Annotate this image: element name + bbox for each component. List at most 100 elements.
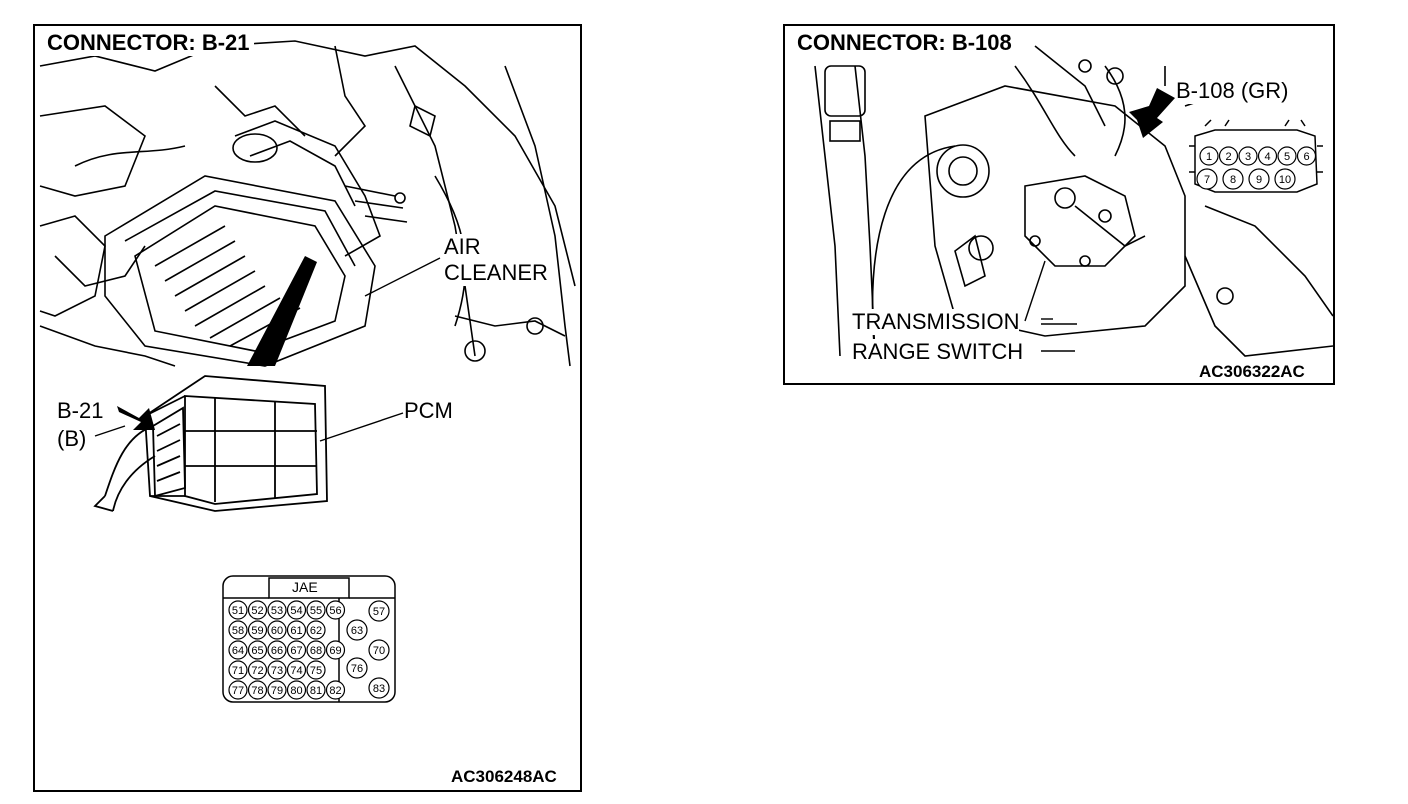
air-cleaner-label-line2: CLEANER [444, 260, 548, 286]
b21-pin-label: 62 [310, 625, 322, 637]
b21-pin-label: 69 [329, 645, 341, 657]
b21-pin: 77 [228, 680, 248, 700]
b108-pin: 1 [1199, 146, 1219, 166]
b21-pin: 61 [286, 620, 307, 640]
b21-pin-group: 51 52 53 54 55 56 58 59 60 61 62 64 65 66 67 68 69 71 72 73… [228, 600, 390, 700]
b21-pin-label: 79 [271, 685, 283, 697]
b108-pin-label: 5 [1284, 151, 1290, 163]
b21-pin: 68 [306, 640, 326, 660]
b21-side-pin: 57 [368, 600, 390, 622]
b108-pin-label: 10 [1279, 174, 1291, 186]
b108-pin-label: 6 [1303, 151, 1309, 163]
b21-pin: 62 [306, 620, 326, 640]
b108-pin: 9 [1248, 168, 1270, 190]
pcm-label: PCM [404, 398, 453, 424]
b21-pin-label: 54 [290, 605, 302, 617]
b21-pin-label: 75 [310, 665, 322, 677]
b21-pin-label: 78 [251, 685, 263, 697]
b21-pin: 51 [228, 600, 248, 620]
b21-pin-label: 59 [251, 625, 263, 637]
b21-pin-label: 64 [232, 645, 244, 657]
b108-pin-label: 9 [1256, 174, 1262, 186]
b21-pin: 74 [286, 660, 307, 680]
b21-pin-label: 67 [290, 645, 302, 657]
b108-pin-label: 7 [1204, 174, 1210, 186]
air-cleaner-label: AIR [444, 234, 481, 260]
b21-pin-label: 61 [290, 625, 302, 637]
b21-pin: 60 [267, 620, 287, 640]
b21-pin: 59 [247, 620, 268, 640]
transmission-label: TRANSMISSION [852, 309, 1020, 335]
b21-pin-label: 56 [329, 605, 341, 617]
b108-pin: 3 [1238, 146, 1258, 166]
b108-pin: 2 [1218, 146, 1239, 166]
b21-side-pin-label: 83 [373, 683, 385, 695]
engine-bay-illustration: 51 52 53 54 55 56 58 59 60 61 62 64 65 66 67 68 69 71 72 73… [39, 40, 576, 703]
b108-pin: 6 [1296, 146, 1317, 166]
connector-b21-panel: 51 52 53 54 55 56 58 59 60 61 62 64 65 66 67 68 69 71 72 73… [33, 24, 582, 792]
b21-pin: 54 [286, 600, 307, 620]
range-switch-label: RANGE SWITCH [852, 339, 1024, 365]
b21-pin: 79 [267, 680, 287, 700]
b108-pin-label: 8 [1230, 174, 1236, 186]
b108-pin: 7 [1196, 168, 1218, 190]
b21-pin: 80 [286, 680, 307, 700]
b21-pin-label: 82 [329, 685, 341, 697]
b21-pin: 67 [286, 640, 307, 660]
b21-side-pin-label: 70 [373, 645, 385, 657]
b21-pin-label: 55 [310, 605, 322, 617]
b21-pin-label: 58 [232, 625, 244, 637]
b21-pin: 56 [325, 600, 346, 620]
b108-arrow-icon [1129, 88, 1175, 138]
b108-pin-label: 3 [1245, 151, 1251, 163]
b21-pin: 78 [247, 680, 268, 700]
b21-arrow-icon [117, 406, 155, 430]
b21-pin: 82 [325, 680, 346, 700]
b21-side-pin-label: 63 [351, 625, 363, 637]
b21-pin: 53 [267, 600, 287, 620]
connector-ref-label-b108: B-108 (GR) [1176, 78, 1289, 104]
b21-pin-label: 77 [232, 685, 244, 697]
b21-pin-label: 65 [251, 645, 263, 657]
b21-side-pin: 63 [346, 619, 368, 641]
b21-pin: 73 [267, 660, 287, 680]
b108-connector-face [1189, 119, 1323, 193]
b21-pin-label: 72 [251, 665, 263, 677]
b21-pin-label: 66 [271, 645, 283, 657]
b21-side-pin-label: 57 [373, 606, 385, 618]
pointer-wedge [247, 256, 317, 366]
b21-pin: 81 [306, 680, 326, 700]
b108-pin: 5 [1277, 146, 1297, 166]
connector-color-label: (B) [57, 426, 87, 452]
b21-pin-label: 60 [271, 625, 283, 637]
b21-pin-label: 81 [310, 685, 322, 697]
b21-side-pin: 70 [368, 639, 390, 661]
b21-pin: 65 [247, 640, 268, 660]
connector-ref-label: B-21 [57, 398, 104, 424]
b21-pin: 72 [247, 660, 268, 680]
b21-pin-label: 52 [251, 605, 263, 617]
b21-pin-label: 68 [310, 645, 322, 657]
figure-code-left: AC306248AC [451, 767, 557, 787]
b21-pin-label: 53 [271, 605, 283, 617]
b21-pin: 55 [306, 600, 326, 620]
b108-pin: 8 [1222, 168, 1244, 190]
b21-pin: 69 [325, 640, 346, 660]
b108-pin-label: 1 [1206, 151, 1212, 163]
b21-pin: 71 [228, 660, 248, 680]
b21-pin-label: 74 [290, 665, 302, 677]
b21-pin: 52 [247, 600, 268, 620]
b21-pin-label: 73 [271, 665, 283, 677]
connector-type-label: JAE [292, 579, 318, 595]
b21-pin-label: 51 [232, 605, 244, 617]
b108-pin-label: 2 [1225, 151, 1231, 163]
b21-side-pin: 83 [368, 677, 390, 699]
b21-side-pin: 76 [346, 657, 368, 679]
b21-pin-label: 80 [290, 685, 302, 697]
figure-code-right: AC306322AC [1199, 362, 1305, 382]
b21-pin: 58 [228, 620, 248, 640]
b21-pin-label: 71 [232, 665, 244, 677]
b21-pin: 66 [267, 640, 287, 660]
